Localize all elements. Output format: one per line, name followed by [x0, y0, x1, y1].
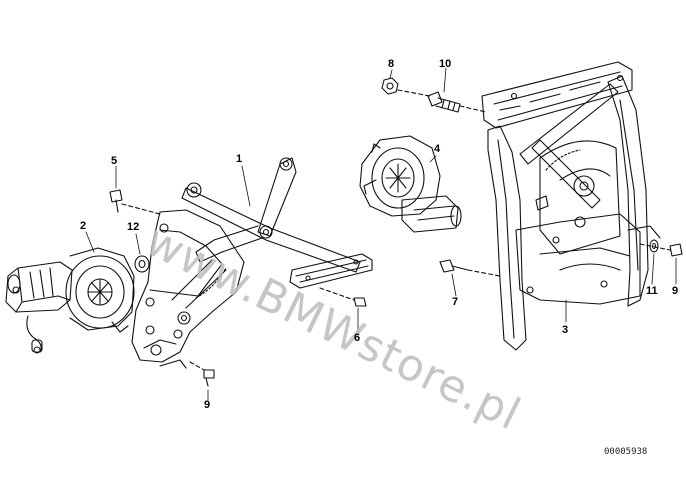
callout-1: 1 — [236, 153, 243, 165]
callout-7: 7 — [452, 296, 459, 308]
callout-3: 3 — [562, 324, 569, 336]
callout-9-right: 9 — [672, 285, 679, 297]
screw-part-9-left — [189, 361, 215, 387]
screw-part-9-right — [639, 243, 683, 257]
diagram-code: 00005938 — [604, 447, 648, 457]
callout-2: 2 — [80, 220, 87, 232]
callout-10: 10 — [439, 58, 452, 70]
scissor-arm-part-1 — [181, 157, 373, 289]
washer-part-12 — [134, 255, 150, 273]
motor-left-part-2 — [5, 247, 135, 354]
bolt-part-5 — [109, 189, 161, 215]
bolt-part-6 — [319, 287, 367, 307]
nut-part-8 — [381, 77, 431, 97]
regulator-frame-part-3 — [481, 61, 661, 351]
callout-12: 12 — [127, 221, 140, 233]
callout-9-left: 9 — [204, 399, 211, 411]
motor-center-part-4 — [359, 135, 462, 233]
callout-11: 11 — [646, 285, 658, 297]
bolt-part-10 — [427, 91, 487, 113]
callout-8: 8 — [388, 58, 395, 70]
leader-lines — [85, 67, 677, 401]
callout-6: 6 — [354, 332, 361, 344]
callout-5: 5 — [111, 155, 118, 167]
regulator-plate-left — [131, 209, 245, 369]
callout-4: 4 — [434, 143, 441, 155]
bolt-part-7 — [439, 259, 501, 277]
